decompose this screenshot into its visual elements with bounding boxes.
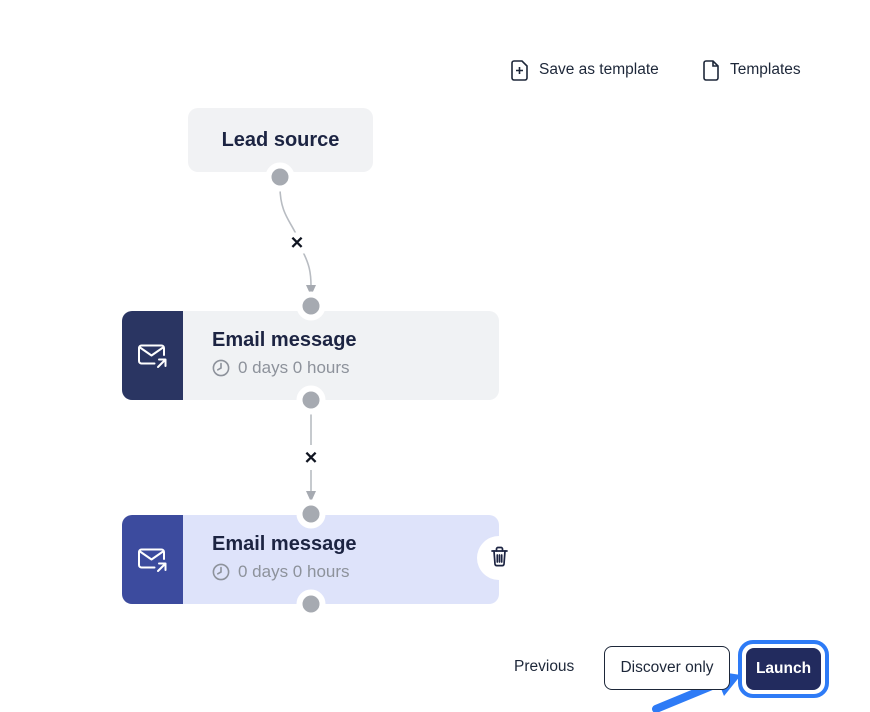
file-icon <box>703 59 719 81</box>
delete-step-button[interactable] <box>477 536 521 580</box>
save-as-template-button[interactable]: Save as template <box>511 57 659 83</box>
connector-dot <box>296 589 326 619</box>
connector-dot <box>265 162 295 192</box>
send-email-icon <box>122 515 183 604</box>
previous-button[interactable]: Previous <box>514 658 575 675</box>
remove-connection-button[interactable]: ✕ <box>286 232 308 254</box>
clock-icon <box>212 563 230 581</box>
email-step-2-body: Email message 0 days 0 hours <box>183 515 499 604</box>
clock-icon <box>212 359 230 377</box>
lead-source-node[interactable]: Lead source <box>188 108 373 172</box>
send-email-icon <box>122 311 183 400</box>
step-title: Email message <box>212 533 357 555</box>
connector-dot <box>296 385 326 415</box>
email-step-1-body: Email message 0 days 0 hours <box>183 311 499 400</box>
step-delay-label: 0 days 0 hours <box>238 562 350 581</box>
save-as-template-label: Save as template <box>539 61 659 78</box>
lead-source-label: Lead source <box>221 128 340 151</box>
templates-button[interactable]: Templates <box>703 57 801 83</box>
email-step-1[interactable]: Email message 0 days 0 hours <box>122 311 499 400</box>
trash-icon <box>490 546 509 570</box>
connector-dot <box>296 499 326 529</box>
email-step-2[interactable]: Email message 0 days 0 hours <box>122 515 499 604</box>
discover-only-button[interactable]: Discover only <box>604 646 730 690</box>
launch-button[interactable]: Launch <box>746 648 821 690</box>
templates-label: Templates <box>730 61 801 78</box>
step-delay-label: 0 days 0 hours <box>238 358 350 377</box>
step-title: Email message <box>212 329 357 351</box>
file-plus-icon <box>511 59 528 81</box>
launch-highlight-ring: Launch <box>738 640 829 698</box>
connector-dot <box>296 291 326 321</box>
remove-connection-button[interactable]: ✕ <box>300 447 322 469</box>
